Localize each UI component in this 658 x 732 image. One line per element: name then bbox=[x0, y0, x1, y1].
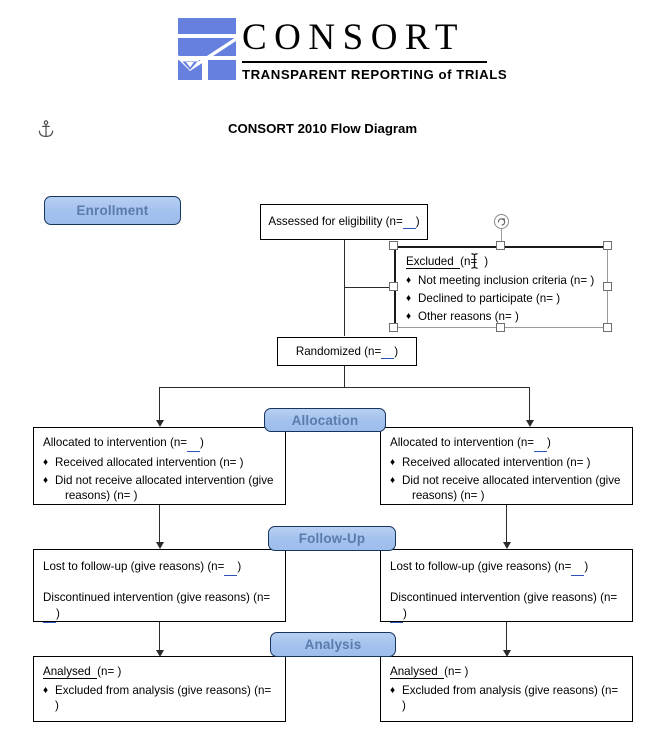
allocation-left-lead: Allocated to intervention (n= ) bbox=[43, 435, 276, 452]
box-allocation-left[interactable]: Allocated to intervention (n= ) ♦ Receiv… bbox=[33, 427, 286, 505]
selection-frame-excluded[interactable] bbox=[389, 214, 613, 333]
arrowhead-followup-left bbox=[155, 542, 164, 549]
assessed-text: Assessed for eligibility (n= ) bbox=[268, 215, 420, 229]
resize-handle-top-center[interactable] bbox=[496, 241, 505, 250]
bullet-diamond-icon: ♦ bbox=[43, 474, 49, 486]
followup-left-line2: Discontinued intervention (give reasons)… bbox=[43, 590, 276, 623]
box-analysis-right[interactable]: Analysed (n= ) ♦ Excluded from analysis … bbox=[380, 656, 633, 722]
anchor-icon bbox=[38, 120, 54, 138]
phase-banner-followup: Follow-Up bbox=[268, 526, 396, 551]
excluded-bullet-text: Declined to participate (n= ) bbox=[418, 291, 561, 305]
resize-handle-bottom-left[interactable] bbox=[389, 323, 398, 332]
list-item: ♦ Did not receive allocated intervention… bbox=[390, 473, 623, 489]
allocation-right-continuation: reasons) (n= ) bbox=[412, 489, 485, 502]
resize-handle-bottom-center[interactable] bbox=[496, 323, 505, 332]
resize-handle-bottom-right[interactable] bbox=[603, 323, 612, 332]
connector-assessed-to-randomized bbox=[344, 240, 345, 336]
rotate-handle-icon[interactable] bbox=[493, 214, 509, 229]
list-item: ♦ Declined to participate (n= ) bbox=[406, 291, 600, 307]
box-analysis-left[interactable]: Analysed (n= ) ♦ Excluded from analysis … bbox=[33, 656, 286, 722]
followup-right-line2: Discontinued intervention (give reasons)… bbox=[390, 590, 623, 623]
analysis-right-bullet-text: Excluded from analysis (give reasons) (n… bbox=[402, 683, 619, 713]
bullet-diamond-icon: ♦ bbox=[390, 684, 396, 696]
arrowhead-allocation-right bbox=[525, 420, 534, 427]
list-item: ♦ Received allocated intervention (n= ) bbox=[43, 455, 276, 471]
logo-tagline: TRANSPARENT REPORTING of TRIALS bbox=[242, 67, 508, 82]
arrowhead-analysis-left bbox=[155, 650, 164, 657]
connector-followup-left bbox=[159, 505, 160, 543]
consort-logo-text: CONSORT TRANSPARENT REPORTING of TRIALS bbox=[242, 16, 508, 82]
connector-analysis-right bbox=[506, 622, 507, 651]
consort-logo-mark bbox=[178, 18, 236, 80]
list-item: ♦ Excluded from analysis (give reasons) … bbox=[43, 683, 276, 714]
box-assessed-for-eligibility[interactable]: Assessed for eligibility (n= ) bbox=[260, 204, 428, 240]
box-excluded[interactable]: Excluded (n= ) ♦ Not meeting inclusion c… bbox=[396, 248, 609, 325]
box-followup-left[interactable]: Lost to follow-up (give reasons) (n= ) D… bbox=[33, 549, 286, 623]
allocation-left-continuation: reasons) (n= ) bbox=[65, 489, 138, 502]
followup-left-line1: Lost to follow-up (give reasons) (n= ) bbox=[43, 559, 276, 576]
connector-allocation-split bbox=[159, 387, 529, 388]
list-item: ♦ Other reasons (n= ) bbox=[406, 309, 600, 325]
bullet-diamond-icon: ♦ bbox=[43, 456, 49, 468]
arrowhead-analysis-right bbox=[502, 650, 511, 657]
bullet-diamond-icon: ♦ bbox=[406, 310, 412, 322]
box-allocation-right[interactable]: Allocated to intervention (n= ) ♦ Receiv… bbox=[380, 427, 633, 505]
bullet-diamond-icon: ♦ bbox=[406, 274, 412, 286]
connector-allocation-left-drop bbox=[159, 387, 160, 421]
list-item: ♦ Not meeting inclusion criteria (n= ) bbox=[406, 273, 600, 289]
list-item: ♦ Received allocated intervention (n= ) bbox=[390, 455, 623, 471]
followup-right-line1: Lost to follow-up (give reasons) (n= ) bbox=[390, 559, 623, 576]
allocation-right-bullet-text: Received allocated intervention (n= ) bbox=[402, 455, 591, 469]
analysis-right-heading: Analysed (n= ) bbox=[390, 665, 469, 679]
list-item: ♦ Excluded from analysis (give reasons) … bbox=[390, 683, 623, 714]
arrowhead-allocation-left bbox=[155, 420, 164, 427]
list-item: ♦ Did not receive allocated intervention… bbox=[43, 473, 276, 489]
allocation-left-bullet-text: Did not receive allocated intervention (… bbox=[55, 473, 274, 487]
connector-analysis-left bbox=[159, 622, 160, 651]
connector-followup-right bbox=[506, 505, 507, 543]
resize-handle-top-left[interactable] bbox=[389, 241, 398, 250]
bullet-diamond-icon: ♦ bbox=[390, 474, 396, 486]
allocation-right-lead: Allocated to intervention (n= ) bbox=[390, 435, 623, 452]
excluded-bullet-text: Not meeting inclusion criteria (n= ) bbox=[418, 273, 595, 287]
excluded-heading: Excluded (n= ) bbox=[406, 255, 489, 269]
phase-banner-enrollment: Enrollment bbox=[44, 196, 181, 225]
connector-to-excluded bbox=[344, 287, 394, 288]
logo-divider bbox=[242, 61, 487, 63]
consort-logo: CONSORT TRANSPARENT REPORTING of TRIALS bbox=[178, 16, 508, 82]
logo-wordmark: CONSORT bbox=[242, 17, 465, 58]
analysis-left-bullet-text: Excluded from analysis (give reasons) (n… bbox=[55, 683, 272, 713]
allocation-left-bullet-text: Received allocated intervention (n= ) bbox=[55, 455, 244, 469]
bullet-diamond-icon: ♦ bbox=[406, 292, 412, 304]
bullet-diamond-icon: ♦ bbox=[390, 456, 396, 468]
analysis-left-heading: Analysed (n= ) bbox=[43, 665, 122, 679]
text-ibeam-cursor bbox=[471, 253, 478, 269]
phase-banner-analysis: Analysis bbox=[270, 632, 396, 657]
phase-banner-allocation: Allocation bbox=[264, 408, 386, 432]
arrowhead-followup-right bbox=[502, 542, 511, 549]
resize-handle-middle-right[interactable] bbox=[603, 282, 612, 291]
resize-handle-top-right[interactable] bbox=[603, 241, 612, 250]
rotate-handle-stem bbox=[500, 229, 502, 242]
bullet-diamond-icon: ♦ bbox=[43, 684, 49, 696]
resize-handle-middle-left[interactable] bbox=[389, 282, 398, 291]
box-followup-right[interactable]: Lost to follow-up (give reasons) (n= ) D… bbox=[380, 549, 633, 623]
excluded-bullet-text: Other reasons (n= ) bbox=[418, 309, 519, 323]
page-title: CONSORT 2010 Flow Diagram bbox=[228, 121, 418, 136]
connector-randomized-stem bbox=[344, 366, 345, 387]
allocation-right-bullet-text: Did not receive allocated intervention (… bbox=[402, 473, 621, 487]
box-randomized[interactable]: Randomized (n= ) bbox=[277, 337, 417, 366]
connector-allocation-right-drop bbox=[529, 387, 530, 421]
randomized-text: Randomized (n= ) bbox=[295, 344, 399, 359]
